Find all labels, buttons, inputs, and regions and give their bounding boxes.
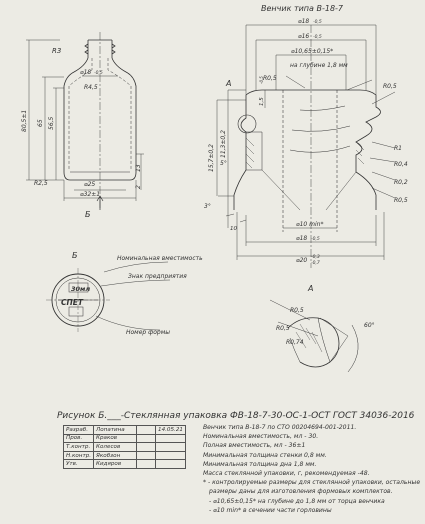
name-cell: Кидяров <box>93 459 138 469</box>
note-line: Полная вместимость, мл - 36±1 <box>203 442 306 450</box>
dim-r05-top: R0,5 <box>263 75 277 82</box>
bottle-outline <box>63 32 137 210</box>
nominal-capacity-label: Номинальная вместимость <box>117 255 203 262</box>
dim-d16: ⌀16 <box>298 33 309 40</box>
name-cell: Краков <box>93 433 138 444</box>
date-cell: 14.05.21 <box>155 425 186 435</box>
note-line: Венчик типа В-18-7 по СТО 00204694-001-2… <box>203 424 357 431</box>
title-block-row: Утв. Кидяров <box>62 459 186 469</box>
sign-cell <box>136 425 157 435</box>
angle-3: 3° <box>204 203 211 210</box>
right-dimensions <box>216 24 396 260</box>
bottom-view-label: Б <box>72 251 78 260</box>
dim-h157: 15,7±0,2 <box>208 144 215 172</box>
role-cell: Н.контр. <box>62 450 95 461</box>
sign-cell <box>136 442 157 452</box>
name-cell: Колесов <box>93 442 138 452</box>
title-block-row: Разраб. Лопатина 14.05.21 <box>62 425 186 435</box>
dim-d16-tol: -0,5 <box>313 34 322 40</box>
dim-h13: 13 <box>135 164 142 172</box>
dim-d20-tol: -0,3 <box>311 254 320 260</box>
dim-d20: ⌀20 <box>296 257 307 264</box>
figure-caption: Рисунок Б.___-Стеклянная упаковка ФВ-18-… <box>57 411 415 421</box>
detail-r074: R0,74 <box>286 339 304 346</box>
detail-angle: 60° <box>364 322 375 329</box>
title-block: Разраб. Лопатина 14.05.21 Пров. Краков Т… <box>62 425 186 469</box>
detail-a-label: А <box>307 284 313 293</box>
dim-d18-top-tol: -0,5 <box>313 19 322 25</box>
sign-cell <box>136 450 157 461</box>
dim-h65: 65 <box>37 119 44 127</box>
stamp-maker: СПЕТ <box>61 298 84 307</box>
name-cell: Якобзон <box>93 450 138 461</box>
dim-d18-bot: ⌀18 <box>296 235 307 242</box>
dim-r05-right: R0,5 <box>383 83 397 90</box>
dim-d20-tol2: -0,7 <box>311 260 320 266</box>
dim-h80: 80,5±1 <box>21 110 28 132</box>
dim-d10min: ⌀10 min* <box>296 221 323 228</box>
dim-h15-tol: -0,5 <box>259 76 264 84</box>
dim-d1065: ⌀10,65±0,15* <box>291 48 333 55</box>
note-line: - ⌀10,65±0,15* на глубине до 1,8 мм от т… <box>209 497 385 505</box>
dim-h565: 56,5 <box>48 116 55 130</box>
depth-note: на глубине 1,8 мм <box>290 62 348 69</box>
date-cell <box>155 433 186 444</box>
dim-h113: 11,3±0,2 <box>220 130 227 158</box>
dim-r04: R0,4 <box>394 161 408 168</box>
finish-type-title: Венчик типа В-18-7 <box>261 4 344 13</box>
section-b-arrow-label: Б <box>85 210 91 219</box>
dim-h15: 1,5 <box>259 97 265 106</box>
left-dimensions <box>26 39 144 201</box>
dim-r45: R4,5 <box>84 84 98 91</box>
note-line: размеры даны для изготовления формовых к… <box>209 488 393 496</box>
note-line: Номинальная вместимость, мл - 30. <box>203 433 319 441</box>
technical-notes: Венчик типа В-18-7 по СТО 00204694-001-2… <box>203 423 420 515</box>
name-cell: Лопатина <box>93 425 138 435</box>
date-cell <box>155 450 186 461</box>
section-a-marker: А <box>225 79 231 88</box>
date-cell <box>155 459 186 469</box>
sign-cell <box>136 459 157 469</box>
dim-r25: R2,5 <box>34 180 48 187</box>
dim-d18-tol: -0,5 <box>94 70 103 76</box>
dim-d18-bot-tol: -0,5 <box>311 236 320 242</box>
note-line: Масса стеклянной упаковки, г, рекомендуе… <box>203 470 370 478</box>
dim-r02: R0,2 <box>394 179 408 186</box>
detail-r05b: R0,5 <box>276 325 290 332</box>
sign-cell <box>136 433 157 444</box>
form-number-label: Номер формы <box>126 329 170 336</box>
dim-d32: ⌀32±1 <box>80 191 100 198</box>
title-block-row: Пров. Краков <box>62 433 186 444</box>
note-line: - ⌀10 min* в сечении части горловины <box>209 506 332 514</box>
role-cell: Разраб. <box>62 425 95 435</box>
title-block-row: Т.контр. Колесов <box>62 442 186 452</box>
dim-r3: R3 <box>52 47 61 55</box>
dim-d18: ⌀18 <box>80 69 91 76</box>
detail-a <box>269 299 359 373</box>
stamp-capacity: 30мл <box>71 285 90 293</box>
role-cell: Пров. <box>62 433 95 444</box>
role-cell: Т.контр. <box>62 442 95 452</box>
finish-section <box>233 25 381 268</box>
note-line: Минимальная толщина дна 1,8 мм. <box>203 460 317 468</box>
maker-mark-label: Знак предприятия <box>128 273 187 280</box>
dim-d25: ⌀25 <box>84 181 95 188</box>
role-cell: Утв. <box>62 459 95 469</box>
dim-r1: R1 <box>394 145 402 152</box>
date-cell <box>155 442 186 452</box>
bottom-view <box>46 261 171 332</box>
dim-h2: 2 <box>135 185 142 189</box>
title-block-row: Н.контр. Якобзон <box>62 450 186 461</box>
dim-r05-low: R0,5 <box>394 197 408 204</box>
note-line: Минимальная толщина стенки 0,8 мм. <box>203 451 327 459</box>
detail-r05a: R0,5 <box>290 307 304 314</box>
note-line: * - контролируемые размеры для стеклянно… <box>203 479 421 487</box>
angle-5: 5° <box>220 160 227 167</box>
dim-d18-top: ⌀18 <box>298 18 309 25</box>
dim-h10: 10 <box>230 226 237 232</box>
